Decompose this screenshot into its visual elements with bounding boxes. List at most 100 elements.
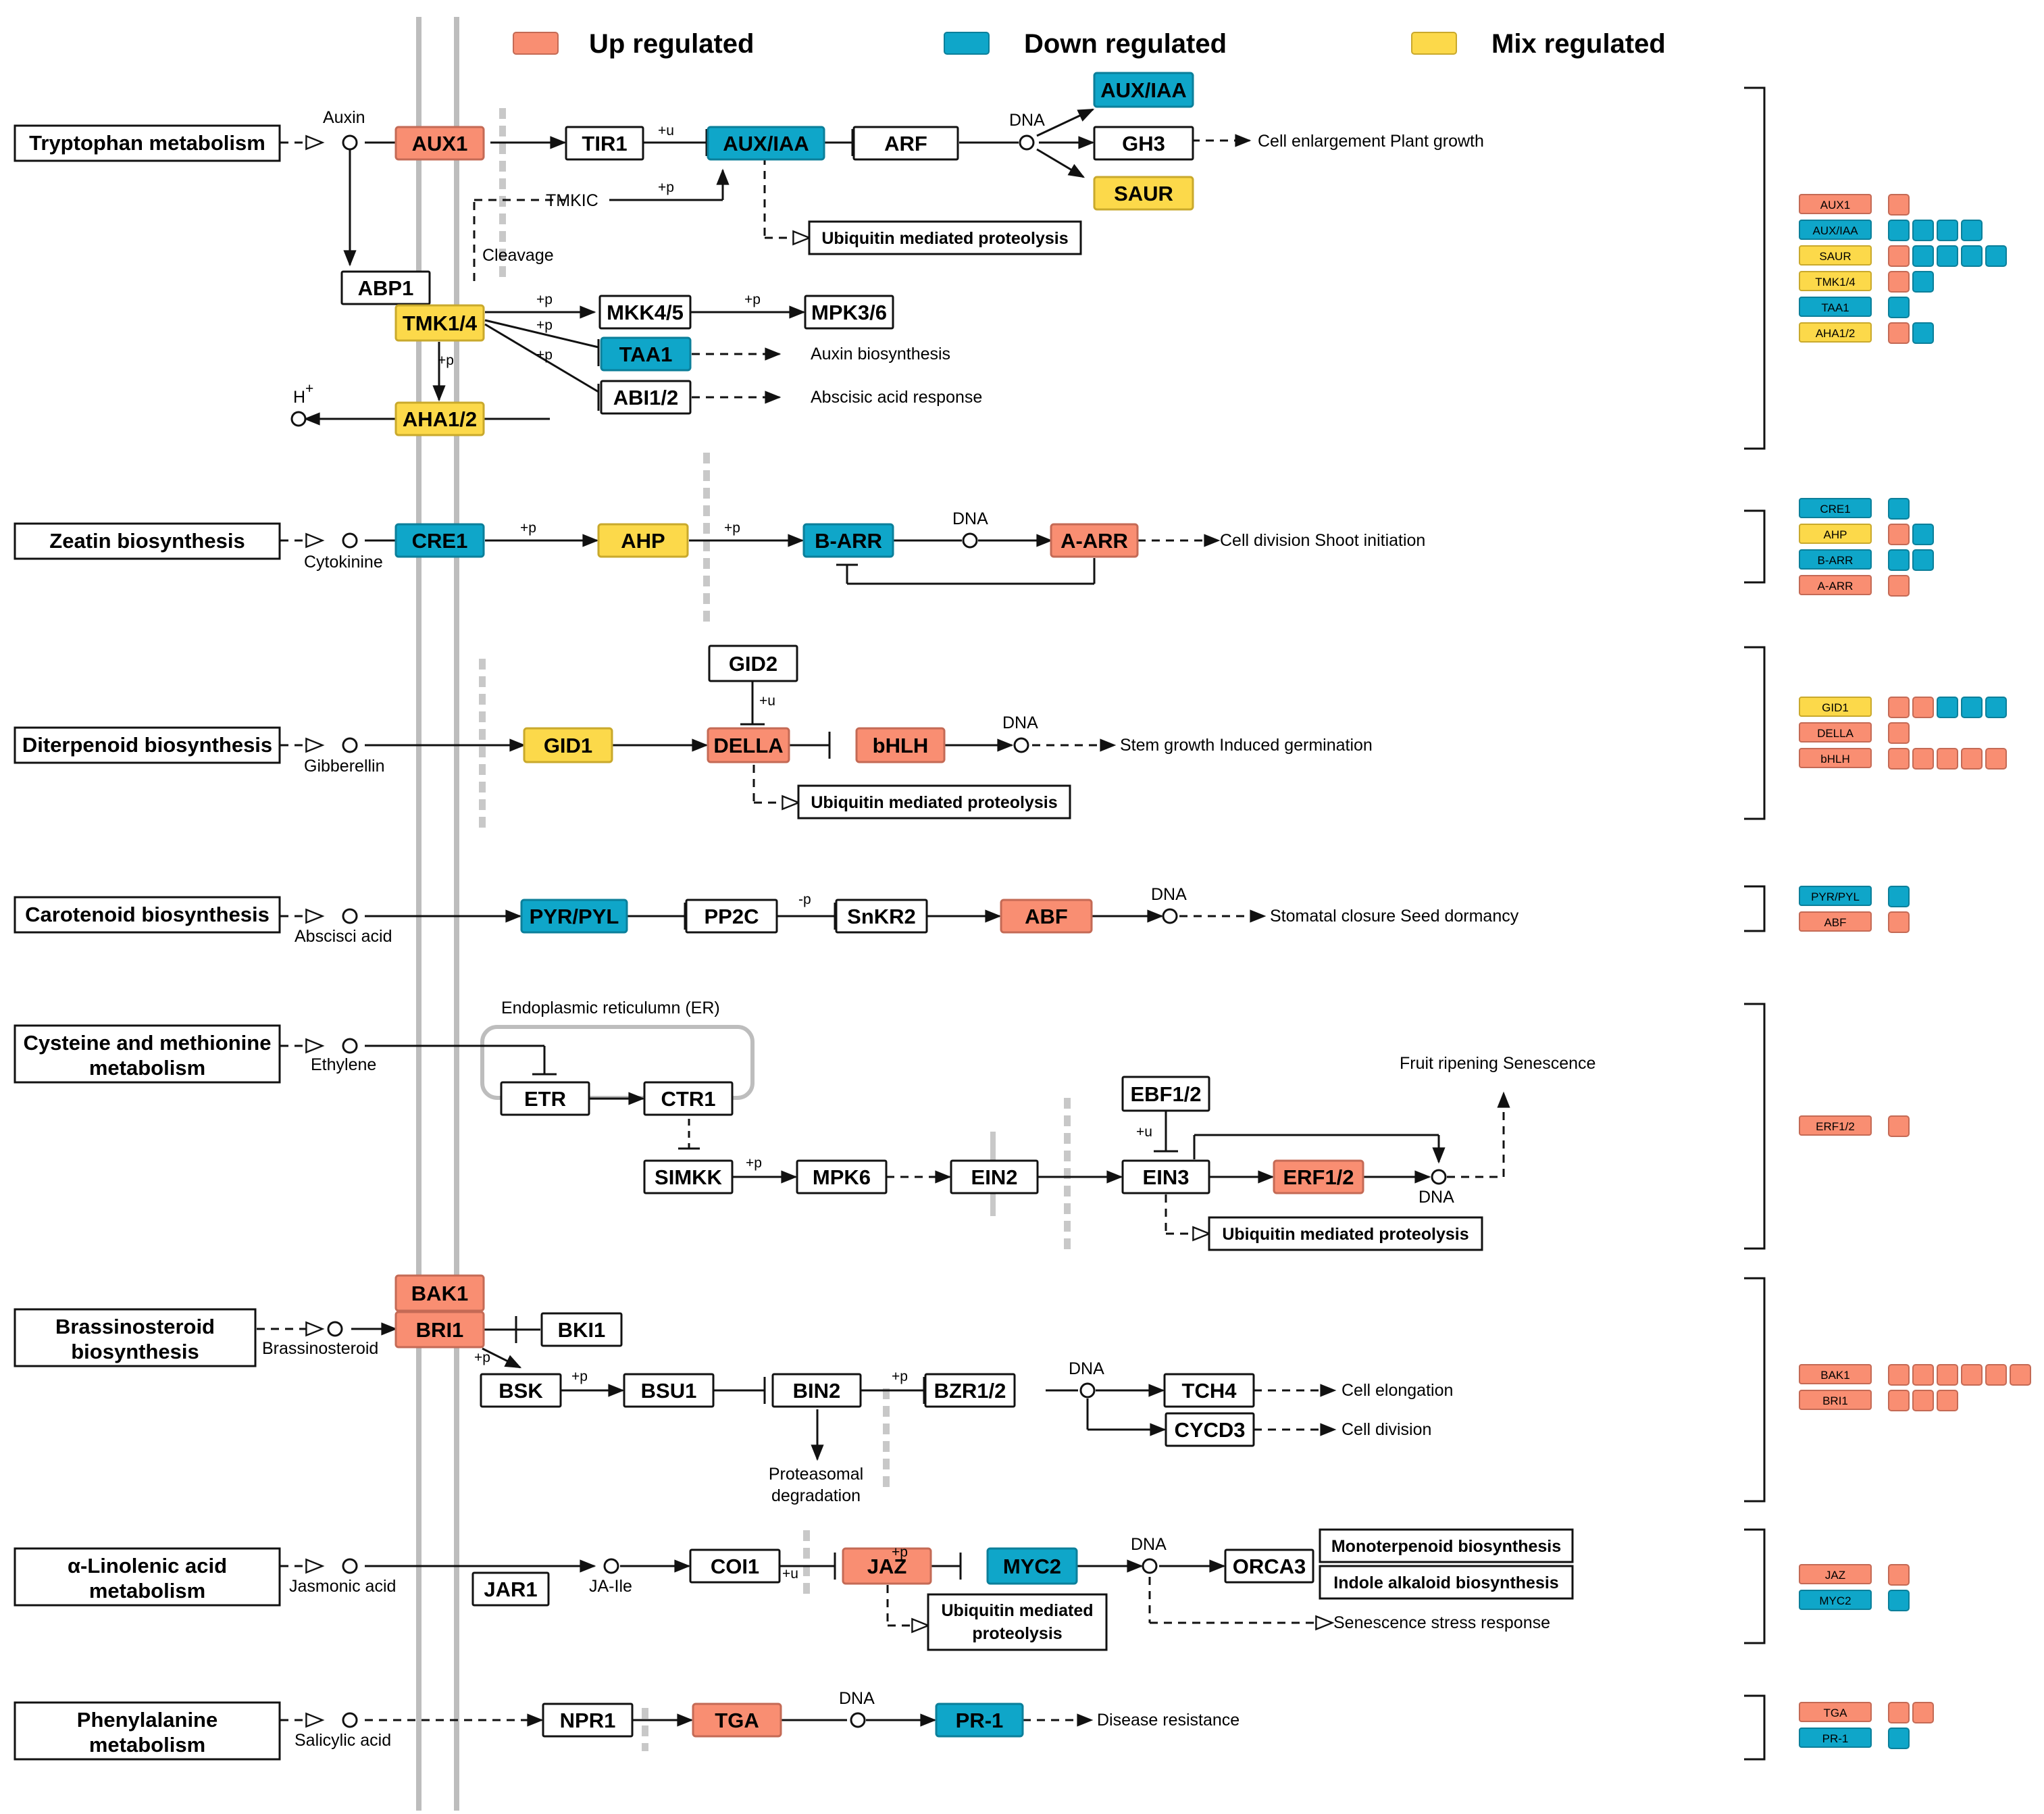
side-gene-label: B-ARR (1818, 554, 1854, 567)
side-count-square-down (1937, 697, 1958, 718)
side-gene-label: ABF (1824, 916, 1846, 929)
mod-plus-p-9: +p (746, 1155, 762, 1171)
side-gene-tag (1799, 1364, 1872, 1384)
label-h: H (293, 388, 305, 407)
legend-up-swatch (513, 32, 559, 55)
label-h-sup: + (305, 381, 313, 397)
gene-node-label: BRI1 (416, 1318, 464, 1342)
gene-node-box (986, 1547, 1078, 1585)
gene-node-label: EIN3 (1143, 1165, 1190, 1189)
gene-node-box (394, 523, 485, 558)
gene-node-bsu1: BSU1 (623, 1373, 715, 1408)
gene-node-box (643, 1081, 734, 1116)
ubiquitin-box-4-line1: Ubiquitin mediated (942, 1601, 1094, 1620)
gene-node-label: ERF1/2 (1283, 1165, 1354, 1189)
gene-node-label: DELLA (713, 734, 783, 757)
side-gene-label: ERF1/2 (1816, 1120, 1855, 1133)
gene-node-gh3: GH3 (1093, 126, 1194, 161)
gene-node-label: ORCA3 (1233, 1555, 1306, 1578)
gene-node-box (500, 1081, 590, 1116)
gene-node-box (1163, 1373, 1255, 1408)
gene-node-label: TMK1/4 (403, 311, 478, 335)
side-count-square-down (1985, 245, 2007, 267)
legend-down-swatch (944, 32, 990, 55)
outcome-stomatal: Stomatal closure Seed dormancy (1270, 907, 1519, 926)
gene-node-arf: ARF (852, 126, 959, 161)
gene-node-box (1273, 1159, 1364, 1194)
outcome-senescence: Senescence stress response (1333, 1613, 1550, 1632)
side-count-square-down (1888, 1728, 1910, 1749)
side-gene-label: JAZ (1825, 1569, 1845, 1582)
gene-node-abp1: ABP1 (340, 270, 431, 305)
gene-node-label: GID1 (544, 734, 592, 757)
label-salicylic: Salicylic acid (295, 1731, 391, 1750)
side-count-square-up (1888, 524, 1910, 545)
side-gene-label: CRE1 (1820, 503, 1850, 515)
gene-node-mpk36: MPK3/6 (804, 295, 894, 330)
side-count-square-down (1961, 697, 1983, 718)
gene-node-label: AHP (621, 529, 665, 553)
side-count-square-up (1912, 1702, 1934, 1723)
gene-node-box (1121, 1159, 1210, 1194)
gene-node-label: AUX/IAA (723, 132, 809, 155)
gene-node-box (835, 899, 928, 934)
gene-node-box (855, 727, 946, 763)
side-gene-label: GID1 (1822, 701, 1849, 714)
side-gene-label: TGA (1824, 1707, 1848, 1719)
gene-node-box (771, 1373, 862, 1408)
gene-node-ebf12: EBF1/2 (1121, 1076, 1210, 1112)
gene-node-bki1: BKI1 (540, 1312, 623, 1347)
side-count-square-up (1888, 1115, 1910, 1137)
gene-node-label: TCH4 (1182, 1379, 1237, 1403)
gene-node-label: ABF (1025, 905, 1068, 928)
gene-node-aux1: AUX1 (394, 126, 485, 161)
gene-node-della: DELLA (707, 727, 790, 763)
gene-node-box (600, 380, 692, 415)
legend-mix-label: Mix regulated (1491, 29, 1666, 59)
legend-up-label: Up regulated (589, 29, 754, 59)
mod-plus-u-4: +u (782, 1566, 798, 1582)
gene-node-box (394, 126, 485, 161)
dna-label-6: DNA (1069, 1359, 1104, 1378)
gene-node-box (924, 1373, 1016, 1408)
pathway-carotenoid: Carotenoid biosynthesis (25, 903, 270, 926)
label-jasmonic: Jasmonic acid (289, 1577, 396, 1596)
gene-node-box (394, 1311, 485, 1349)
mod-plus-p-3: +p (744, 292, 761, 307)
gene-node-box (1093, 126, 1194, 161)
side-count-square-up (1888, 748, 1910, 770)
pathway-diterpenoid: Diterpenoid biosynthesis (22, 733, 272, 757)
side-gene-label: PR-1 (1822, 1732, 1849, 1745)
pathway-zeatin: Zeatin biosynthesis (49, 529, 245, 553)
gene-node-box (685, 899, 778, 934)
mod-plus-p-8: +p (724, 520, 740, 536)
side-gene-tag (1799, 1590, 1872, 1610)
gene-node-simkk: SIMKK (643, 1159, 734, 1194)
side-count-square-up (1888, 1702, 1910, 1723)
side-count-square-up (1888, 194, 1910, 216)
pathway-brassino-line2: biosynthesis (71, 1340, 199, 1363)
gene-node-box (394, 1274, 485, 1312)
side-count-square-up (1888, 1364, 1910, 1386)
gene-node-ein2: EIN2 (950, 1159, 1039, 1194)
side-count-square-down (1961, 220, 1983, 241)
gene-node-auxiaa2: AUX/IAA (1093, 72, 1194, 108)
gene-node-aarr: A-ARR (1050, 523, 1139, 558)
gene-node-myc2: MYC2 (986, 1547, 1078, 1585)
side-gene-tag (1799, 886, 1872, 906)
mod-plus-u-1: +u (658, 123, 674, 138)
gene-node-box (540, 1312, 623, 1347)
side-count-square-up (1912, 697, 1934, 718)
side-count-square-down (1912, 245, 1934, 267)
side-count-square-up (1912, 748, 1934, 770)
gene-node-label: BKI1 (558, 1318, 606, 1342)
gene-node-label: BIN2 (793, 1379, 841, 1403)
outcome-cell-enlargement: Cell enlargement Plant growth (1258, 132, 1484, 151)
gene-node-label: EBF1/2 (1130, 1082, 1201, 1106)
side-gene-label: AHA1/2 (1816, 327, 1856, 340)
gene-node-auxiaa: AUX/IAA (707, 126, 825, 161)
side-count-square-down (1961, 245, 1983, 267)
outcome-abscisic-resp: Abscisic acid response (811, 388, 982, 407)
gene-node-bri1: BRI1 (394, 1311, 485, 1349)
